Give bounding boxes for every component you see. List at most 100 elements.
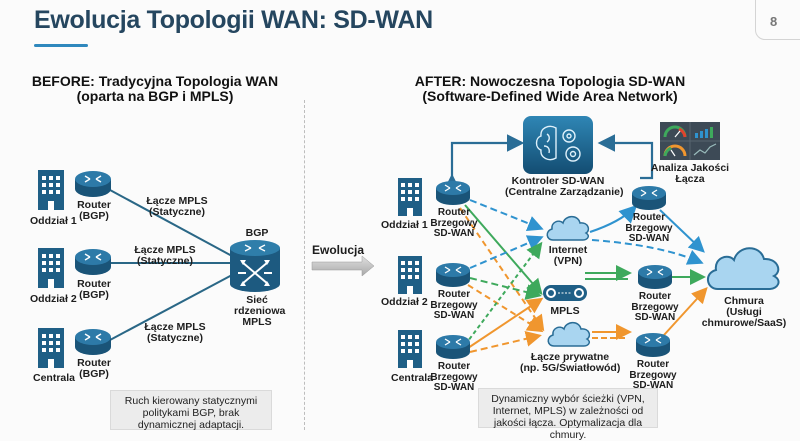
before-link-label: Łącze MPLS(Statyczne)	[130, 245, 200, 267]
link-label-line1: Łącze MPLS	[146, 195, 208, 207]
edge-router-label-line2: Brzegowy	[430, 371, 478, 383]
core-label-line1: Sieć	[246, 294, 268, 306]
link-label-line2: (Statyczne)	[146, 332, 203, 344]
before-link-3	[109, 274, 233, 341]
after-title: AFTER: Nowoczesna Topologia SD-WAN (Soft…	[395, 74, 705, 104]
edge-router-icon	[636, 333, 670, 357]
analytics-label-line1: Analiza Jakości	[650, 162, 730, 174]
before-title-line1: BEFORE: Tradycyjna Topologia WAN	[31, 73, 279, 89]
before-title: BEFORE: Tradycyjna Topologia WAN (oparta…	[30, 74, 280, 104]
edge-router-label-line2: Brzegowy	[631, 301, 679, 313]
edge-router-label-line3: SD-WAN	[634, 312, 676, 323]
router-label-line1: Router	[77, 357, 111, 369]
before-router-label: Router(BGP)	[74, 279, 114, 301]
edge-router-label-line1: Router	[638, 291, 672, 302]
cloud-label-line2: (Usługi	[726, 306, 762, 318]
evolution-arrow	[311, 255, 375, 277]
cloud-label-line1: Chmura	[724, 295, 764, 307]
link-label-line2: (Statyczne)	[136, 255, 193, 267]
internet-cloud-icon	[546, 215, 590, 241]
controller-label-line1: Kontroler SD-WAN	[511, 175, 605, 187]
internet-label-line2: (VPN)	[553, 255, 583, 267]
before-link-label: Łącze MPLS(Statyczne)	[140, 322, 210, 344]
page-title: Ewolucja Topologii WAN: SD-WAN	[34, 6, 433, 34]
edge-router-label-line1: Router	[632, 212, 666, 223]
before-router-label: Router(BGP)	[74, 358, 114, 380]
edge-router-label-line3: SD-WAN	[433, 382, 475, 393]
mpls-core-switch-icon	[230, 240, 280, 292]
edge-router-label-line1: Router	[437, 207, 471, 218]
cloud-label-line3: chmurowe/SaaS)	[701, 317, 787, 329]
core-label-line3: MPLS	[242, 316, 272, 328]
router-icon	[75, 249, 111, 275]
edge-router-label-line2: Brzegowy	[430, 299, 478, 311]
before-router-label: Router(BGP)	[74, 200, 114, 222]
r4-to-cloud	[659, 209, 705, 253]
edge-router-label-line1: Router	[437, 361, 471, 372]
building-icon	[398, 178, 422, 216]
edge-router-icon	[632, 186, 666, 210]
before-site-label: Oddział 2	[30, 293, 77, 305]
page-number: 8	[770, 14, 778, 29]
evolution-label: Ewolucja	[312, 243, 365, 257]
before-site-label: Centrala	[33, 372, 76, 384]
after-note: Dynamiczny wybór ścieżki (VPN, Internet,…	[478, 388, 658, 441]
edge-router-icon	[436, 263, 470, 287]
sdwan-controller-icon	[523, 116, 593, 174]
edge-router-label-line1: Router	[636, 359, 670, 370]
building-icon	[38, 170, 64, 210]
edge-router-label-line3: SD-WAN	[632, 380, 674, 391]
building-icon	[38, 328, 64, 368]
saas-cloud-icon	[707, 247, 780, 290]
private-link-label-line2: (np. 5G/Światłowód)	[520, 362, 621, 374]
building-icon	[38, 248, 64, 288]
edge-router-label-line2: Brzegowy	[625, 222, 673, 234]
r1-mpls	[464, 204, 543, 296]
link-quality-dashboard-icon	[660, 122, 720, 160]
internet-label: Internet(VPN)	[543, 245, 593, 267]
before-title-line2: (oparta na BGP i MPLS)	[76, 88, 234, 104]
router-label-line1: Router	[77, 199, 111, 211]
router-label-line2: (BGP)	[79, 289, 109, 301]
r2-private	[467, 284, 544, 333]
edge-router-icon	[436, 181, 470, 205]
core-top-label: BGP	[245, 227, 269, 239]
building-icon	[398, 330, 422, 368]
mpls-label: MPLS	[550, 305, 580, 317]
edge-router-label-line3: SD-WAN	[433, 310, 475, 321]
private-link-cloud-icon	[547, 321, 591, 347]
controller-label: Kontroler SD-WAN(Centralne Zarządzanie)	[505, 175, 623, 198]
after-title-line2: (Software-Defined Wide Area Network)	[422, 88, 678, 104]
core-label-line2: rdzeniowa	[234, 305, 286, 317]
edge-router-label-line2: Brzegowy	[629, 369, 677, 381]
edge-router-label-line3: SD-WAN	[433, 228, 475, 239]
analytics-label-line2: Łącza	[675, 173, 705, 185]
r1-internet	[469, 199, 544, 231]
r3-private	[469, 330, 542, 353]
mpls-tunnel-icon	[543, 285, 587, 301]
before-link-1	[109, 189, 233, 257]
after-site-label: Oddział 2	[381, 296, 428, 308]
after-site-label: Oddział 1	[381, 219, 428, 231]
before-site-label: Oddział 1	[30, 215, 77, 227]
private-link-label: Łącze prywatne(np. 5G/Światłowód)	[520, 352, 620, 374]
internet-to-r4	[589, 204, 638, 234]
before-note: Ruch kierowany statycznymi politykami BG…	[110, 390, 272, 431]
link-label-line1: Łącze MPLS	[144, 321, 206, 333]
link-label-line2: (Statyczne)	[148, 206, 205, 218]
title-underline	[34, 44, 88, 47]
edge-router-label-line2: Brzegowy	[430, 217, 478, 229]
after-site-label: Centrala	[391, 372, 434, 384]
r2-mpls	[469, 277, 542, 300]
edge-router-label-line3: SD-WAN	[628, 233, 670, 244]
